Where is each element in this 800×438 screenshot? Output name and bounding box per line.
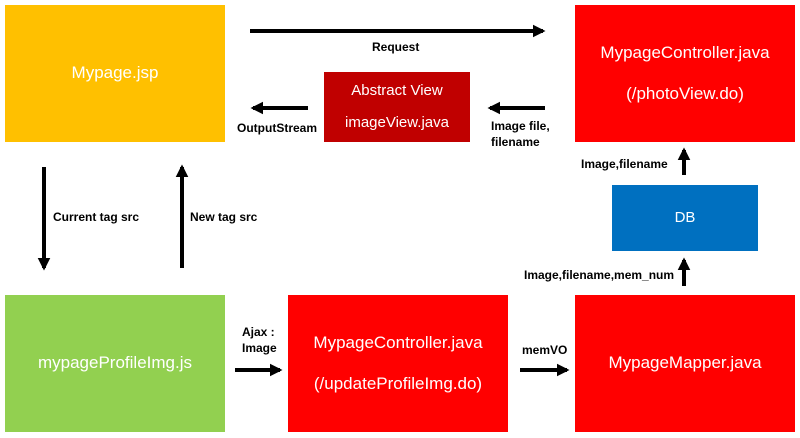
mapper-label: MypageMapper.java	[608, 353, 762, 373]
mypage-jsp-label: Mypage.jsp	[71, 63, 159, 83]
image-file-label-line2: filename	[491, 135, 540, 149]
photo-controller-path: (/photoView.do)	[626, 83, 744, 103]
mapper-box: MypageMapper.java	[575, 295, 795, 432]
profile-js-label: mypageProfileImg.js	[37, 353, 192, 373]
output-stream-label: OutputStream	[237, 121, 318, 135]
update-controller-path: (/updateProfileImg.do)	[313, 373, 483, 393]
image-filename-memnum-label: Image,filename,mem_num	[524, 268, 675, 282]
current-tag-src-label: Current tag src	[53, 210, 140, 224]
update-controller-label: MypageController.java	[313, 333, 483, 353]
profile-js-box: mypageProfileImg.js	[5, 295, 225, 432]
update-controller-box: MypageController.java (/updateProfileImg…	[288, 295, 508, 432]
abstract-view-label: Abstract View	[351, 82, 443, 99]
image-file-label-line1: Image file,	[491, 119, 550, 133]
new-tag-src-label: New tag src	[190, 210, 258, 224]
mypage-jsp-box: Mypage.jsp	[5, 5, 225, 142]
ajax-label-line2: Image	[242, 341, 277, 355]
request-label: Request	[372, 40, 420, 54]
abstract-view-file: imageView.java	[345, 114, 449, 131]
db-label: DB	[674, 209, 696, 226]
ajax-label-line1: Ajax :	[242, 325, 275, 339]
abstract-view-box: Abstract View imageView.java	[324, 72, 470, 142]
photo-controller-box: MypageController.java (/photoView.do)	[575, 5, 795, 142]
db-box: DB	[612, 185, 758, 251]
memvo-label: memVO	[522, 343, 568, 357]
image-filename-label: Image,filename	[581, 157, 668, 171]
photo-controller-label: MypageController.java	[600, 43, 770, 63]
